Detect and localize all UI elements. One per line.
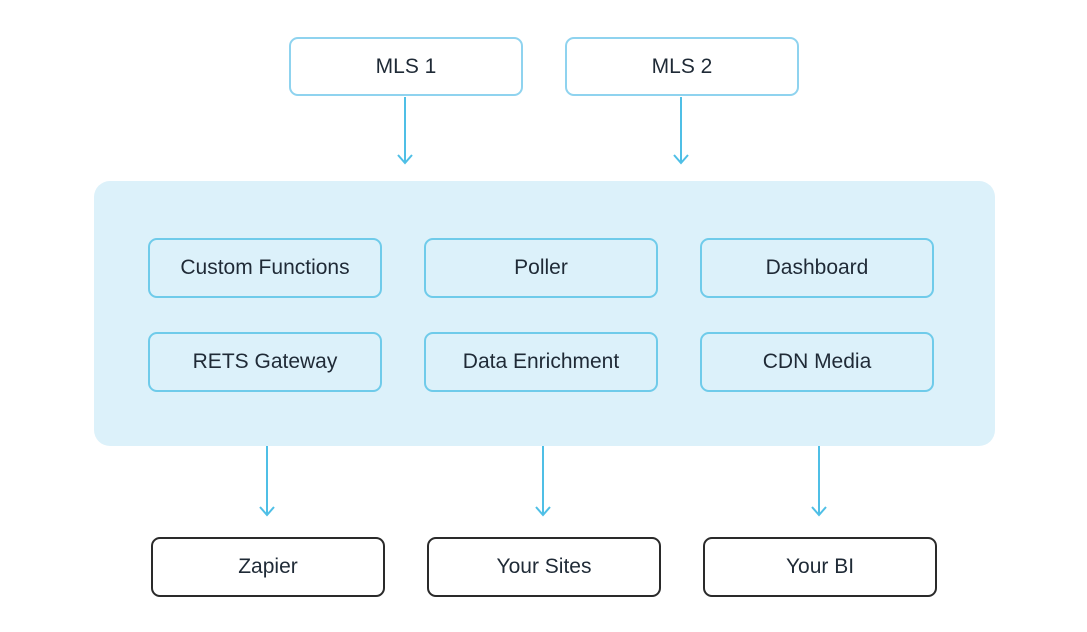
module-poller: Poller: [424, 238, 658, 298]
source-mls-2: MLS 2: [565, 37, 799, 96]
module-cdn-media-label: CDN Media: [762, 350, 872, 373]
module-poller-label: Poller: [514, 256, 568, 279]
module-cdn-media: CDN Media: [700, 332, 934, 392]
module-data-enrichment: Data Enrichment: [424, 332, 658, 392]
arrow-platform-to-zapier: [259, 446, 275, 517]
module-dashboard-label: Dashboard: [765, 256, 869, 279]
arrow-platform-to-your-bi: [811, 446, 827, 517]
output-zapier: Zapier: [151, 537, 385, 597]
module-data-enrichment-label: Data Enrichment: [462, 350, 620, 373]
output-zapier-label: Zapier: [238, 555, 298, 578]
source-mls-2-label: MLS 2: [651, 54, 713, 78]
arrow-mls2-to-platform: [673, 97, 689, 165]
arrow-platform-to-your-sites: [535, 446, 551, 517]
module-custom-functions: Custom Functions: [148, 238, 382, 298]
platform-panel: [94, 181, 995, 446]
output-your-bi-label: Your BI: [785, 555, 855, 578]
module-custom-functions-label: Custom Functions: [180, 256, 350, 279]
output-your-sites: Your Sites: [427, 537, 661, 597]
source-mls-1-label: MLS 1: [375, 54, 437, 78]
source-mls-1: MLS 1: [289, 37, 523, 96]
output-your-bi: Your BI: [703, 537, 937, 597]
module-rets-gateway: RETS Gateway: [148, 332, 382, 392]
arrow-mls1-to-platform: [397, 97, 413, 165]
module-dashboard: Dashboard: [700, 238, 934, 298]
module-rets-gateway-label: RETS Gateway: [192, 350, 338, 373]
output-your-sites-label: Your Sites: [496, 555, 592, 578]
